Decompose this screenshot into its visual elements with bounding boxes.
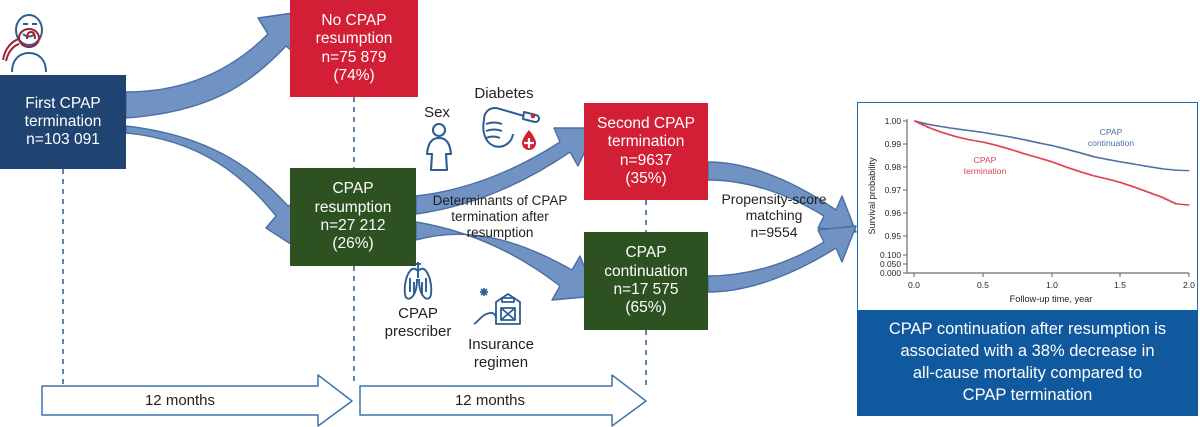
kaplan-meier-chart: 1.00 0.99 0.98 0.97 0.96 0.95 0.100 0.05…: [867, 116, 1195, 304]
xtick-0: 0.0: [908, 280, 920, 290]
chart-xlabel: Follow-up time, year: [1010, 294, 1093, 304]
arrow-resumption-to-second-termination: [415, 127, 597, 215]
arrow-continuation-to-panel: [707, 225, 857, 293]
label-propensity-score-matching: Propensity-score matching n=9554: [712, 191, 836, 240]
timeline-label-2: 12 months: [454, 392, 526, 409]
matching-line1: Propensity-score: [721, 191, 827, 207]
timeline-arrow-2: [359, 374, 647, 427]
conclusion-line1: CPAP continuation after resumption is: [888, 320, 1167, 339]
annot-continuation-line2: continuation: [1088, 138, 1135, 148]
ytick-2: 0.98: [885, 162, 902, 172]
ytick-3: 0.97: [885, 185, 902, 195]
xtick-3: 1.5: [1114, 280, 1126, 290]
survival-chart-panel: 1.00 0.99 0.98 0.97 0.96 0.95 0.100 0.05…: [857, 102, 1198, 324]
conclusion-line3: all-cause mortality compared to: [912, 364, 1143, 382]
xtick-1: 0.5: [977, 280, 989, 290]
box-no-cpap-resumption: No CPAP resumption n=75 879 (74%): [290, 0, 418, 97]
annot-continuation-line1: CPAP: [1100, 127, 1123, 137]
box-second-line4: (35%): [625, 169, 667, 187]
ytick-1: 0.99: [885, 139, 902, 149]
determinants-line2: termination after: [451, 208, 549, 224]
insurance-regimen-farm-icon: [473, 288, 521, 325]
lungs-cpap-prescriber-icon: [403, 262, 433, 300]
conclusion-line4: CPAP termination: [962, 385, 1093, 404]
series-cpap-termination: [914, 120, 1190, 206]
series-cpap-continuation: [914, 120, 1190, 172]
ytick-5: 0.95: [885, 231, 902, 241]
cpap-mask-patient-icon: [2, 14, 47, 73]
prescriber-line1: CPAP: [398, 305, 438, 322]
determinants-line3: resumption: [466, 224, 534, 240]
ytick-7: 0.050: [880, 259, 901, 269]
box-norez-line4: (74%): [333, 66, 375, 84]
timeline-arrow-1: [41, 374, 353, 427]
box-first-line3: n=103 091: [26, 131, 100, 149]
diabetes-glucose-test-icon: [482, 107, 540, 150]
label-cpap-prescriber: CPAP prescriber: [370, 305, 466, 340]
conclusion-line2: associated with a 38% decrease in: [900, 342, 1155, 361]
box-norez-line2: resumption: [315, 30, 393, 48]
box-rez-line3: n=27 212: [320, 217, 386, 234]
box-cont-line3: n=17 575: [613, 281, 679, 298]
box-cont-line2: continuation: [604, 262, 688, 280]
box-norez-line3: n=75 879: [321, 48, 387, 66]
insurance-line2: regimen: [473, 353, 529, 371]
prescriber-line2: prescriber: [384, 322, 452, 340]
xtick-2: 1.0: [1046, 280, 1058, 290]
label-sex: Sex: [424, 104, 450, 121]
box-rez-line1: CPAP: [332, 180, 374, 198]
box-norez-line1: No CPAP: [321, 11, 387, 29]
annot-termination-line2: termination: [964, 166, 1007, 176]
box-cont-line1: CPAP: [625, 244, 667, 262]
label-determinants-caption: Determinants of CPAP termination after r…: [424, 193, 576, 240]
conclusion-banner: CPAP continuation after resumption is as…: [857, 310, 1198, 416]
female-person-sex-icon: [425, 122, 453, 172]
xtick-4: 2.0: [1183, 280, 1195, 290]
box-rez-line2: resumption: [314, 198, 392, 216]
box-first-cpap-termination: First CPAP termination n=103 091: [0, 75, 126, 169]
ytick-4: 0.96: [885, 208, 902, 218]
box-second-cpap-termination: Second CPAP termination n=9637 (35%): [584, 103, 708, 200]
box-rez-line4: (26%): [332, 235, 374, 253]
box-cpap-continuation: CPAP continuation n=17 575 (65%): [584, 232, 708, 330]
insurance-line1: Insurance: [468, 336, 534, 353]
box-cont-line4: (65%): [625, 299, 667, 317]
box-second-line2: termination: [607, 133, 685, 151]
chart-ylabel: Survival probability: [867, 157, 877, 235]
determinants-line1: Determinants of CPAP: [432, 193, 568, 208]
matching-line2: matching: [745, 207, 803, 224]
matching-line3: n=9554: [750, 223, 798, 240]
annot-termination-line1: CPAP: [974, 155, 997, 165]
timeline-label-1: 12 months: [144, 392, 216, 409]
label-insurance-regimen: Insurance regimen: [455, 336, 547, 371]
box-first-line2: termination: [24, 112, 102, 130]
box-first-line1: First CPAP: [25, 94, 101, 112]
ytick-6: 0.100: [880, 250, 901, 260]
ytick-0: 1.00: [885, 116, 902, 126]
label-diabetes: Diabetes: [474, 85, 534, 102]
ytick-8: 0.000: [880, 268, 901, 278]
box-cpap-resumption: CPAP resumption n=27 212 (26%): [290, 168, 416, 266]
box-second-line3: n=9637: [619, 151, 673, 169]
box-second-line1: Second CPAP: [597, 114, 695, 132]
